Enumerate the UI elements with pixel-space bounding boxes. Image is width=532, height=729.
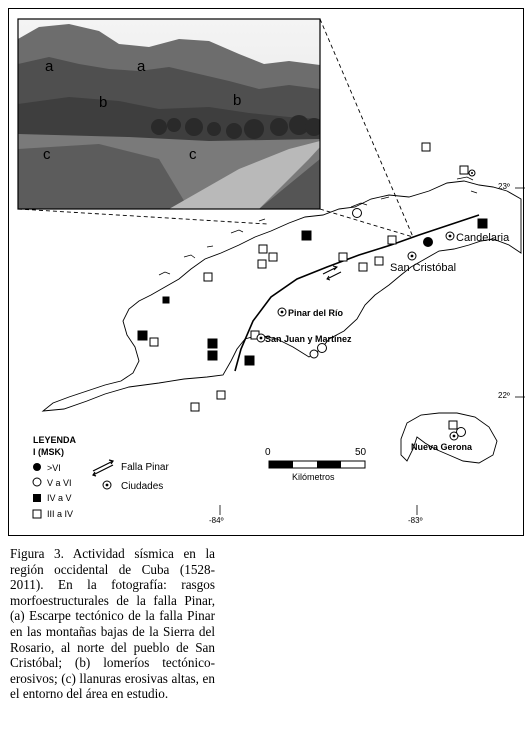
scale-start-label: 0 — [265, 447, 271, 458]
dirt-road — [169, 141, 320, 209]
legend-city-label: Ciudades — [121, 481, 163, 492]
photo-label-a-right: a — [137, 58, 146, 75]
figure-frame: a a b b c c — [8, 8, 525, 536]
photo-label-b-left: b — [99, 94, 107, 111]
legend-fault-symbol — [92, 459, 114, 477]
legend-city-symbol-center — [105, 483, 109, 487]
legend-iv-v-symbol — [33, 494, 41, 502]
legend-scale-name: I (MSK) — [33, 447, 64, 457]
city-label-candelaria: Candelaria — [456, 232, 510, 244]
scale-bar — [268, 460, 366, 469]
photo-label-c-right: c — [189, 146, 197, 163]
photo-label-c-left: c — [43, 146, 51, 163]
photo-border — [17, 18, 321, 210]
field-photograph: a a b b c c — [18, 19, 320, 209]
legend-gt-vi-label: >VI — [47, 463, 61, 473]
falla-pinar-fault-line — [234, 214, 480, 372]
cuba-west-coastline — [41, 180, 522, 412]
longitude-83-label: -83º — [408, 516, 423, 525]
legend-iii-iv-symbol — [32, 509, 42, 519]
legend: LEYENDA I (MSK) >VI V a VI IV a V III a … — [32, 435, 169, 519]
intensity-v-vi-markers — [309, 208, 466, 437]
city-symbols — [256, 169, 476, 441]
city-label-pinar-del-rio: Pinar del Río — [288, 308, 344, 318]
photo-label-a-left: a — [45, 58, 54, 75]
legend-iii-iv-label: III a IV — [47, 509, 73, 519]
legend-gt-vi-symbol — [33, 463, 41, 471]
intensity-iii-iv-markers — [149, 142, 469, 430]
northern-cays — [158, 176, 478, 276]
isla-de-la-juventud — [400, 412, 498, 464]
intensity-gt-vi-markers — [423, 237, 433, 247]
legend-v-vi-label: V a VI — [47, 478, 72, 488]
city-label-san-cristobal: San Cristóbal — [390, 262, 456, 274]
photo-callout-lines — [17, 18, 414, 238]
map-figure: a a b b c c — [17, 18, 525, 525]
latitude-22-label: 22º — [498, 391, 510, 400]
latitude-23-label: 23º — [498, 182, 510, 191]
graticule-ticks — [219, 187, 525, 515]
caption-text: Figura 3. Actividad sísmica en la región… — [10, 546, 215, 702]
legend-iv-v-label: IV a V — [47, 493, 72, 503]
city-label-san-juan: San Juan y Martínez — [265, 334, 352, 344]
legend-fault-label: Falla Pinar — [121, 462, 169, 473]
intensity-iv-v-markers — [137, 218, 488, 366]
city-label-nueva-gerona: Nueva Gerona — [411, 442, 473, 452]
fault-motion-arrows — [322, 265, 342, 281]
figure-caption: Figura 3. Actividad sísmica en la región… — [10, 546, 215, 702]
longitude-84-label: -84º — [209, 516, 224, 525]
legend-v-vi-symbol — [32, 477, 42, 487]
legend-title: LEYENDA — [33, 435, 77, 445]
road-edge — [259, 159, 320, 209]
city-symbol-centers — [259, 172, 473, 438]
photo-label-b-right: b — [233, 92, 241, 109]
foreground-grass — [18, 144, 189, 209]
scale-unit-label: Kilómetros — [292, 472, 335, 482]
scale-end-label: 50 — [355, 447, 367, 458]
tree-line — [151, 115, 320, 139]
